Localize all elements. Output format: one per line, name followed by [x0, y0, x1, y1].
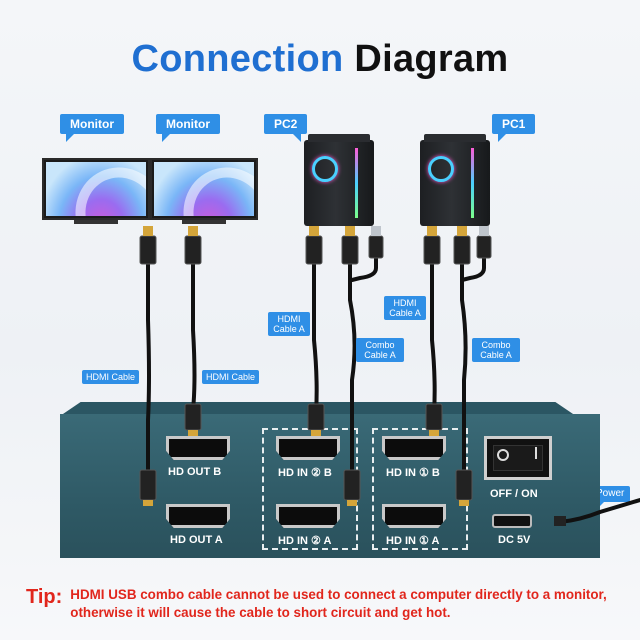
hdmi-plug-icon	[139, 235, 157, 265]
hd-out-a-port	[166, 504, 230, 528]
combo-cable-a-label-pc2: Combo Cable A	[356, 338, 404, 362]
hd-out-b-label: HD OUT B	[168, 466, 222, 478]
hdmi-cable-pc2	[312, 262, 319, 416]
tip-text: HDMI USB combo cable cannot be used to c…	[70, 587, 607, 620]
hd-in-2-a-label: HD IN ② A	[278, 535, 332, 547]
hdmi-plug-icon	[305, 235, 323, 265]
monitor2-tag: Monitor	[156, 114, 220, 142]
hdmi-cable-a-label-pc1: HDMI Cable A	[384, 296, 426, 320]
power-tag: Power	[590, 486, 631, 510]
hd-in-1-a-port	[382, 504, 446, 528]
pc-tower-icon	[420, 134, 490, 226]
tip-label: Tip:	[26, 586, 63, 608]
monitor-icon	[42, 158, 150, 220]
dc-label: DC 5V	[498, 534, 531, 546]
hdmi-cable-monitor2	[191, 262, 197, 412]
hdmi-plug-icon	[423, 235, 441, 265]
hdmi-plug-icon	[343, 469, 361, 501]
hdmi-plug-icon	[184, 235, 202, 265]
combo-cable-a-label-pc1: Combo Cable A	[472, 338, 520, 362]
usb-cable-pc1	[460, 254, 486, 282]
power-switch-icon[interactable]	[484, 436, 552, 480]
pc2-tag: PC2	[264, 114, 308, 142]
hdmi-plug-icon	[139, 469, 157, 501]
pc1-tag: PC1	[492, 114, 536, 142]
pc-tower-icon	[304, 134, 374, 226]
hd-in-1-b-label: HD IN ① B	[386, 467, 440, 479]
hd-in-2-b-label: HD IN ② B	[278, 467, 332, 479]
hdmi-cable-label-1: HDMI Cable	[82, 370, 140, 384]
power-cable	[558, 498, 640, 524]
usb-cable-pc2	[350, 254, 378, 282]
hd-in-1-b-port	[382, 436, 446, 460]
hd-in-2-b-port	[276, 436, 340, 460]
diagram-title: Connection Diagram	[0, 38, 640, 81]
hdmi-cable-a-label-pc2: HDMI Cable A	[268, 312, 310, 336]
dc-port	[492, 514, 532, 528]
hd-in-1-a-label: HD IN ① A	[386, 535, 440, 547]
combo-cable-pc2	[348, 262, 357, 482]
tip-note: Tip: HDMI USB combo cable cannot be used…	[26, 586, 626, 622]
monitor1-tag: Monitor	[60, 114, 124, 142]
hd-out-b-port	[166, 436, 230, 460]
monitor-stand	[182, 220, 226, 224]
hdmi-plug-icon	[453, 235, 471, 265]
monitor-icon	[150, 158, 258, 220]
hdmi-plug-icon	[455, 469, 473, 501]
hdmi-cable-label-2: HDMI Cable	[202, 370, 260, 384]
hdmi-plug-icon	[425, 403, 443, 431]
hdmi-cable-monitor1	[146, 262, 151, 482]
combo-cable-pc1	[460, 262, 468, 482]
hd-out-a-label: HD OUT A	[170, 534, 223, 546]
hdmi-plug-icon	[341, 235, 359, 265]
usb-plug-icon	[476, 235, 492, 259]
title-part2: Diagram	[354, 38, 509, 80]
monitor-stand	[74, 220, 118, 224]
usb-plug-icon	[368, 235, 384, 259]
title-part1: Connection	[131, 38, 344, 80]
hdmi-cable-pc1	[430, 262, 437, 416]
hdmi-plug-icon	[307, 403, 325, 431]
switch-label: OFF / ON	[490, 488, 538, 500]
hd-in-2-a-port	[276, 504, 340, 528]
hdmi-plug-icon	[184, 403, 202, 431]
power-plug-icon	[554, 516, 566, 526]
